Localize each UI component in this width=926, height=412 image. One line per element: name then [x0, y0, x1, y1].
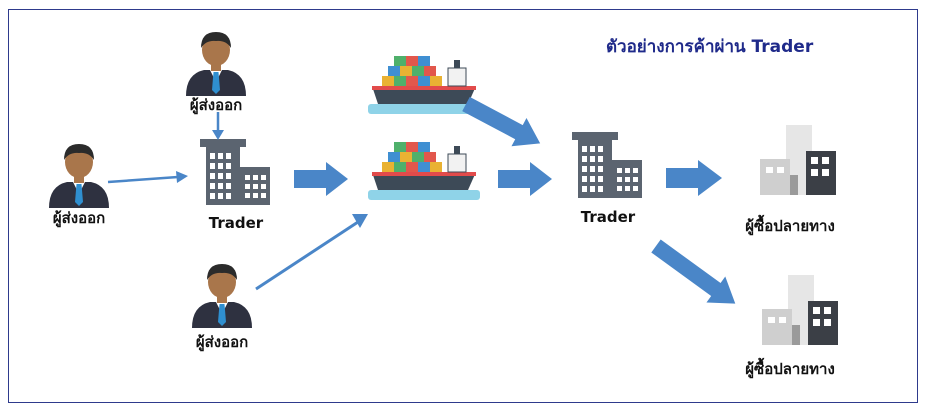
buyer-2-building-icon	[762, 275, 838, 345]
buyer-2-label: ผู้ซื้อปลายทาง	[745, 360, 835, 378]
buyer-1-building-icon	[760, 125, 836, 195]
exporter-top-label: ผู้ส่งออก	[189, 96, 243, 114]
arrow-trader1-to-ship	[294, 162, 348, 196]
trader-2-label: Trader	[580, 208, 636, 226]
exporter-left-label: ผู้ส่งออก	[52, 209, 106, 227]
arrow-trader2-to-buyer1	[666, 160, 722, 196]
trader-2-building-icon	[572, 132, 642, 198]
arrow-trader2-to-buyer2	[651, 239, 736, 304]
exporter-bottom-label: ผู้ส่งออก	[195, 333, 249, 351]
trader-1-label: Trader	[208, 214, 264, 232]
arrow-exporter-left	[107, 175, 179, 184]
exporter-bottom-icon	[192, 264, 252, 328]
arrow-exporter-bottom	[255, 220, 359, 291]
arrow-ship-small-to-trader2	[462, 96, 541, 147]
diagram-frame	[8, 9, 918, 403]
buyer-1-label: ผู้ซื้อปลายทาง	[745, 217, 835, 235]
trader-1-building-icon	[200, 139, 270, 205]
diagram-title: ตัวอย่างการค้าผ่าน Trader	[606, 37, 814, 57]
exporter-left-icon	[49, 144, 109, 208]
arrow-ship-to-trader2	[498, 162, 552, 196]
exporter-top-icon	[186, 32, 246, 96]
ship-large-icon	[367, 141, 481, 201]
ship-small-icon	[367, 55, 481, 115]
